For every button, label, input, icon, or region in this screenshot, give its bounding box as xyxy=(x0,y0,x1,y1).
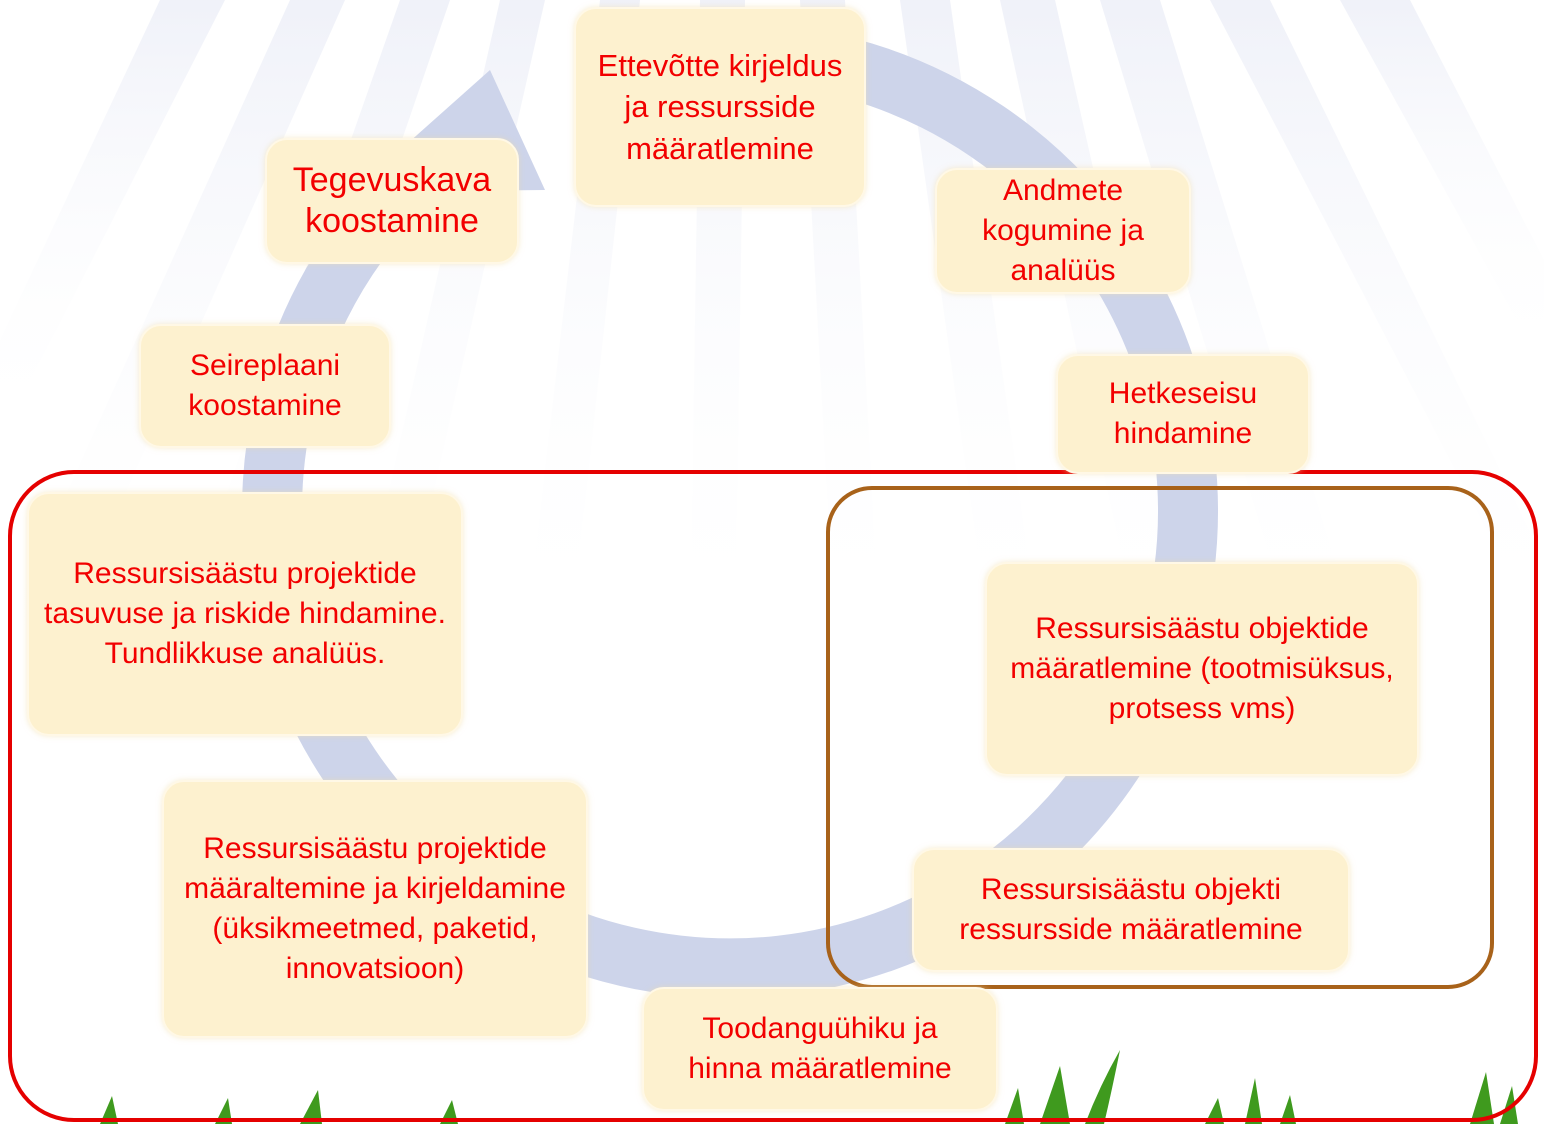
step-tasuvus-riskid: Ressursisäästu projektide tasuvuse ja ri… xyxy=(27,492,463,736)
step-label: Hetkeseisu hindamine xyxy=(1108,377,1258,450)
step-toodanguuhik: Toodanguühiku ja hinna määratlemine xyxy=(642,987,998,1111)
step-tegevuskava: Tegevuskava koostamine xyxy=(265,138,519,264)
step-label: Ettevõtte kirjeldus ja ressursside määra… xyxy=(597,48,843,166)
step-seireplaan: Seireplaani koostamine xyxy=(139,324,391,448)
step-label: Ressursisäästu objekti ressursside määra… xyxy=(959,873,1303,946)
grass-decoration xyxy=(100,1050,1518,1124)
step-label: Tegevuskava koostamine xyxy=(292,161,492,240)
step-projektide-maaratlemine: Ressursisäästu projektide määraltemine j… xyxy=(162,780,588,1038)
step-label: Ressursisäästu objektide määratlemine (t… xyxy=(1010,612,1394,725)
step-ettevotte-kirjeldus: Ettevõtte kirjeldus ja ressursside määra… xyxy=(574,7,866,207)
step-label: Toodanguühiku ja hinna määratlemine xyxy=(688,1012,952,1085)
step-andmete-kogumine: Andmete kogumine ja analüüs xyxy=(935,168,1191,294)
step-objektide-maaratlemine: Ressursisäästu objektide määratlemine (t… xyxy=(985,562,1419,776)
step-hetkeseisu-hindamine: Hetkeseisu hindamine xyxy=(1056,354,1310,474)
step-label: Ressursisäästu projektide tasuvuse ja ri… xyxy=(44,557,446,670)
step-objekti-ressursid: Ressursisäästu objekti ressursside määra… xyxy=(912,848,1350,972)
step-label: Ressursisäästu projektide määraltemine j… xyxy=(184,832,566,985)
step-label: Seireplaani koostamine xyxy=(188,349,342,422)
step-label: Andmete kogumine ja analüüs xyxy=(982,174,1144,287)
